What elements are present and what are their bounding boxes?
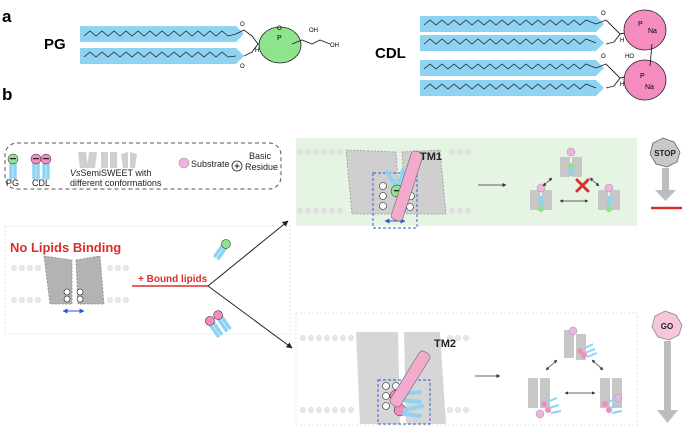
bound-lipids-branch: + Bound lipids (132, 220, 293, 349)
pg-lipid-icon (7, 153, 19, 180)
cdl-state-left (528, 378, 562, 419)
cdl-na-bottom: Na (645, 84, 654, 91)
go-sign: GO (651, 310, 683, 423)
substrate-icon (178, 157, 190, 169)
tm1-helix (390, 150, 424, 222)
pg-glycerol-bonds (235, 29, 259, 57)
blocked-x-icon (575, 178, 590, 193)
cdl-outcome-panel: TM2 (295, 312, 638, 426)
semisweet-protein-apo (43, 255, 105, 314)
no-lipids-title: No Lipids Binding (10, 240, 121, 255)
no-lipids-panel: No Lipids Binding (4, 225, 291, 335)
cdl-bound-icon (205, 310, 232, 338)
pg-oh-right: OH (330, 43, 339, 49)
legend-frame (4, 142, 282, 190)
cdl-ester-o-1: O (601, 11, 606, 17)
semisweet-conformations-icon (78, 152, 137, 168)
legend-basic-line1: Basic (249, 151, 272, 161)
pg-chain-lower (83, 51, 237, 58)
legend-semisweet-line2: different conformations (70, 178, 162, 188)
cdl-headgroup-bottom (623, 59, 667, 101)
cdl-name-label: CDL (375, 45, 406, 62)
pg-ester-o-2: O (240, 64, 245, 70)
pg-oh-top: OH (309, 28, 318, 34)
pg-ester-o-1: O (240, 22, 245, 28)
legend-semisweet-label: SemiSWEET with (81, 168, 152, 178)
go-sign-label: GO (661, 322, 673, 331)
pg-h-label: H (255, 48, 259, 54)
pg-bound-icon (213, 239, 231, 261)
membrane-bottom (299, 334, 470, 414)
panel-label-b: b (2, 85, 12, 104)
panel-label-a: a (2, 7, 12, 26)
pg-chain-upper (83, 30, 237, 37)
legend-pg-label: PG (6, 178, 19, 188)
cdl-ester-o-2: O (601, 54, 606, 60)
legend-substrate-label: Substrate (191, 159, 230, 169)
tm1-label: TM1 (420, 151, 442, 163)
stop-sign: STOP (649, 137, 682, 210)
cdl-molecule: CDL H H O O Na Na P P HO (375, 9, 667, 101)
pg-phosphate-o: O (277, 26, 282, 32)
cdl-tail-4 (420, 80, 604, 96)
legend: PG CDL VsSemiSWEET with different confor… (4, 142, 282, 190)
tm2-helix (389, 350, 431, 408)
tm2-label: TM2 (434, 338, 456, 350)
cdl-tail-1 (420, 16, 604, 32)
cdl-state-top (564, 326, 598, 360)
legend-semisweet-prefix: Vs (70, 168, 81, 178)
pg-state-right (598, 183, 620, 212)
pg-phosphorus: P (277, 35, 282, 42)
cdl-headgroup-top (623, 9, 667, 51)
cdl-p-top: P (638, 21, 643, 28)
membrane-top (296, 148, 472, 215)
stop-sign-label: STOP (654, 149, 676, 158)
legend-cdl-label: CDL (32, 178, 50, 188)
basic-residue-icon (231, 160, 243, 172)
cdl-h-bottom: H (620, 82, 624, 88)
cdl-p-bottom: P (640, 73, 645, 80)
pg-headgroup (258, 26, 302, 64)
pg-name-label: PG (44, 36, 66, 53)
pg-state-top (560, 147, 582, 177)
pg-tail-upper (80, 26, 244, 42)
cdl-na-top: Na (648, 28, 657, 35)
pg-outcome-panel: TM1 (296, 138, 637, 229)
membrane-left (10, 264, 130, 304)
cdl-h-top: H (620, 38, 624, 44)
cdl-lipid-icon (30, 153, 52, 180)
binding-site-box-top (372, 172, 418, 229)
cdl-tail-2 (420, 35, 604, 51)
cdl-ho-label: HO (625, 54, 634, 60)
svg-text:VsSemiSWEET with: VsSemiSWEET with (70, 168, 151, 178)
basic-residues-top (379, 182, 415, 211)
bound-lipids-label: + Bound lipids (138, 274, 208, 285)
pg-tail-lower (80, 48, 244, 64)
cdl-tail-3 (420, 60, 604, 76)
cdl-state-right (600, 378, 623, 414)
basic-residues-bottom (382, 382, 400, 410)
legend-basic-line2: Residue (245, 162, 278, 172)
pg-molecule: PG O O H P O OH OH (44, 22, 339, 70)
